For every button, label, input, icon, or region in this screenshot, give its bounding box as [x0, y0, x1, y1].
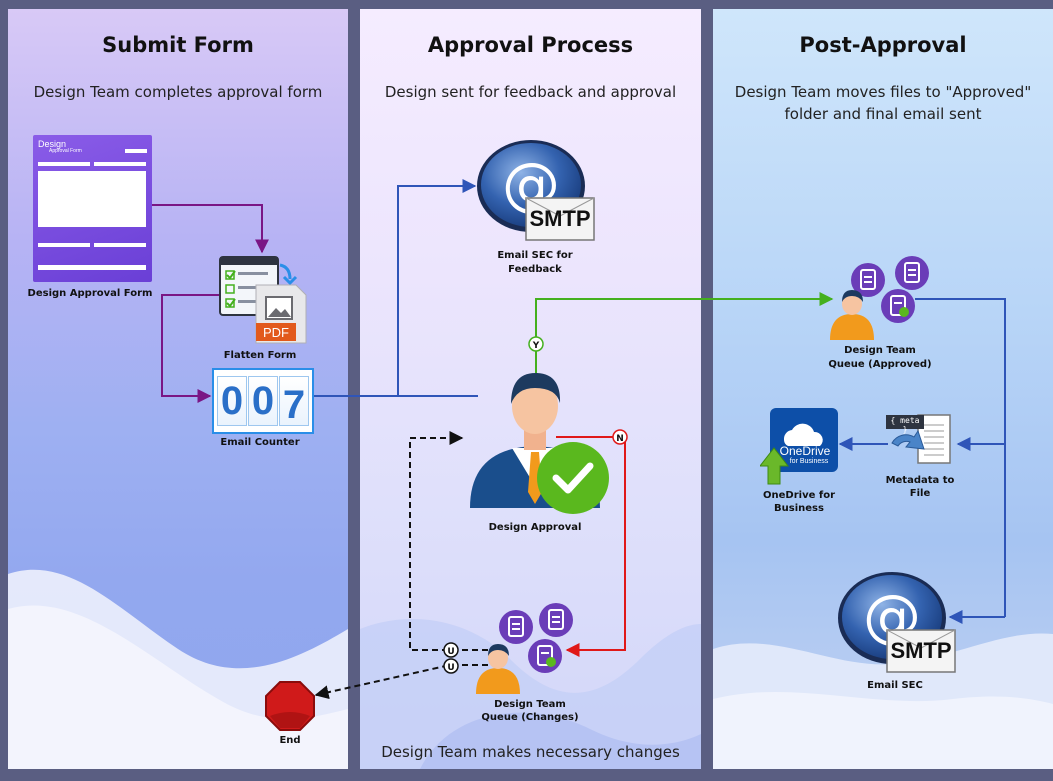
queue-approved-label-line2: Queue (Approved): [828, 359, 932, 370]
form-thumb-field: [38, 265, 146, 270]
flatten-form-graphic: [219, 256, 307, 344]
pdf-badge: PDF: [263, 325, 289, 340]
email-sec-label: Email SEC: [867, 680, 923, 691]
queue-changes-graphic: [476, 603, 573, 694]
flatten-form-label: Flatten Form: [223, 350, 297, 361]
counter-digit: 0: [217, 376, 247, 426]
design-approval-form-label: Design Approval Form: [27, 288, 153, 299]
form-thumb-field: [38, 162, 90, 166]
queue-changes-label-line1: Design Team: [494, 699, 566, 710]
queue-approved-label-line1: Design Team: [844, 345, 916, 356]
queue-approved-graphic: [830, 256, 929, 340]
meta-tag: { meta }: [890, 416, 920, 434]
queue-approved-icon[interactable]: [826, 256, 936, 346]
onedrive-icon[interactable]: OneDrive for Business: [758, 408, 840, 486]
flatten-form-icon[interactable]: PDF: [218, 255, 308, 345]
end-stop-icon[interactable]: [264, 680, 316, 732]
lane-wave: [8, 569, 348, 769]
stop-octagon: [265, 681, 315, 731]
lane-subtitle: Design sent for feedback and approval: [384, 83, 677, 101]
onedrive-logo-line1: OneDrive: [779, 444, 831, 458]
lane-title: Post-Approval: [799, 33, 967, 57]
queue-changes-label-line2: Queue (Changes): [481, 712, 579, 723]
lane-wave: [713, 633, 1053, 769]
form-thumb-textarea: [38, 171, 146, 227]
form-thumb-subtitle: Approval Form: [49, 148, 82, 154]
end-label: End: [279, 735, 301, 746]
lane-title: Approval Process: [427, 33, 634, 57]
smtp-graphic: @: [838, 572, 956, 673]
email-counter-label: Email Counter: [220, 437, 300, 448]
lane-subtitle-line1: Design Team moves files to "Approved": [734, 83, 1032, 101]
lane-subtitle: Design Team completes approval form: [33, 83, 323, 101]
metadata-file-label-line2: File: [909, 488, 931, 499]
approver-graphic: [470, 372, 609, 514]
email-sec-feedback-icon[interactable]: @ SMTP: [475, 138, 600, 243]
lane-title: Submit Form: [102, 33, 254, 57]
onedrive-label-line1: OneDrive for: [763, 490, 835, 501]
design-approval-icon[interactable]: [460, 368, 615, 518]
onedrive-graphic: [758, 408, 838, 485]
form-thumb-title: Design: [38, 139, 67, 149]
email-counter-icon[interactable]: 0 0 7: [212, 368, 314, 434]
lane-subtitle-line2: folder and final email sent: [784, 105, 982, 123]
email-sec-icon[interactable]: @ SMTP: [836, 570, 961, 675]
onedrive-label-line2: Business: [774, 503, 824, 514]
form-thumb-field: [125, 149, 147, 153]
queue-changes-icon[interactable]: [468, 602, 578, 697]
metadata-file-icon[interactable]: { meta }: [884, 413, 954, 471]
onedrive-logo-line2: for Business: [789, 458, 829, 465]
form-thumb-field: [94, 162, 146, 166]
design-approval-form-icon[interactable]: Design Approval Form: [33, 135, 152, 282]
form-thumb-field: [94, 243, 146, 247]
smtp-badge: SMTP: [529, 206, 591, 231]
smtp-badge: SMTP: [890, 638, 952, 663]
counter-digit: 7: [279, 376, 309, 427]
metadata-file-label-line1: Metadata to: [885, 475, 955, 486]
form-thumb-field: [38, 243, 90, 247]
metadata-graphic: [886, 414, 951, 464]
smtp-graphic: @: [477, 140, 595, 241]
design-approval-label: Design Approval: [488, 522, 582, 533]
email-sec-feedback-label: Email SEC for Feedback: [497, 250, 573, 275]
counter-digit: 0: [248, 376, 278, 426]
lane-footer: Design Team makes necessary changes: [381, 743, 680, 761]
